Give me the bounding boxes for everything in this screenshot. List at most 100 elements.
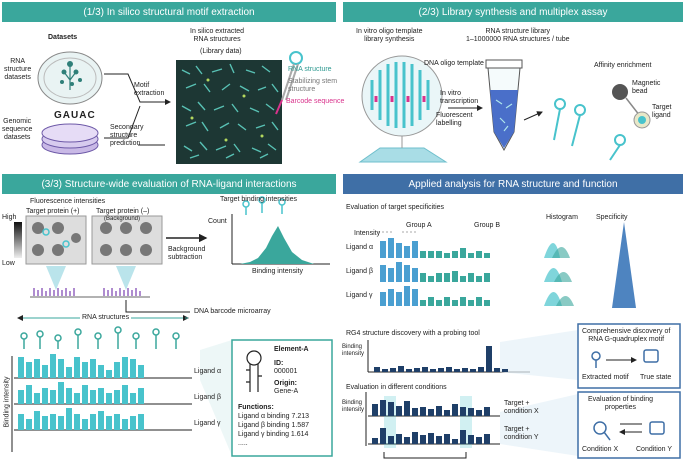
eval-cond-label: Evaluation in different conditions [346, 384, 447, 391]
bar [98, 364, 104, 378]
bar [58, 382, 64, 404]
functions-label: Functions: [238, 404, 274, 411]
bar [138, 413, 144, 430]
microarray-label: DNA barcode microarray [194, 308, 271, 315]
p3-ligand-g: Ligand γ [194, 420, 221, 427]
magnetic-bead [612, 84, 651, 129]
bar [388, 267, 394, 282]
p4-bars-gamma [380, 284, 490, 306]
bar [452, 270, 458, 282]
bar [42, 387, 48, 404]
bar [114, 362, 120, 378]
genomic-datasets-label: Genomic sequence datasets [2, 118, 33, 142]
bar [74, 413, 80, 430]
bar [444, 253, 450, 258]
bar [476, 276, 482, 282]
p4-bars-beta [380, 260, 490, 282]
genomic-dataset-disks [41, 123, 99, 155]
cond-binding-axis: Binding intensity [342, 400, 365, 413]
bar [26, 362, 32, 378]
bar [90, 390, 96, 404]
legend-stem: Stabilizing stem structure [288, 78, 338, 94]
function-4: ..... [238, 440, 248, 447]
intensity-scale [14, 222, 22, 258]
oligo-title: In vitro oligo template library synthesi… [356, 28, 423, 44]
target-minus-label: Target protein (–) [96, 208, 150, 215]
p4-ligand-a: Ligand α [346, 244, 374, 251]
secondary-prediction-label: Secondary structure prediction [110, 124, 144, 148]
p3-ligand-a: Ligand α [194, 368, 222, 375]
bar [404, 286, 410, 306]
binding-histogram [231, 196, 330, 265]
function-1: Ligand α binding 7.213 [238, 413, 309, 420]
p4-ligand-b: Ligand β [346, 268, 373, 275]
bar [114, 413, 120, 430]
bar [420, 273, 426, 282]
bar [396, 243, 402, 258]
bar [90, 359, 96, 378]
condition-y-label: Condition Y [636, 446, 673, 453]
bar [74, 393, 80, 404]
panel3-title: (3/3) Structure-wide evaluation of RNA-l… [41, 178, 297, 190]
extracted-title: In silico extracted RNA structures [190, 28, 245, 44]
condition-x-label: Condition X [582, 446, 619, 453]
bar [34, 393, 40, 404]
legend-rna-structure: RNA structure [288, 66, 332, 73]
bar [106, 393, 112, 404]
bar [460, 248, 466, 258]
bar [66, 387, 72, 404]
comprehensive-label: Comprehensive discovery of RNA G-quadrup… [582, 328, 671, 344]
bar [428, 250, 434, 258]
bar [58, 416, 64, 430]
bar [26, 419, 32, 430]
count-label: Count [208, 218, 227, 225]
function-3: Ligand γ binding 1.614 [238, 431, 309, 438]
bar [452, 250, 458, 258]
bar [26, 384, 32, 404]
sequence-letters: GAUAC [54, 110, 96, 121]
bar [18, 413, 24, 430]
datasets-label: Datasets [48, 34, 78, 41]
bar [412, 240, 418, 258]
bar [82, 362, 88, 378]
legend-hairpin [275, 51, 303, 115]
panel3-header: (3/3) Structure-wide evaluation of RNA-l… [2, 174, 336, 194]
bar [404, 245, 410, 258]
specificity-histograms [544, 222, 636, 308]
element-hairpin [246, 350, 262, 392]
element-card [231, 339, 333, 457]
library-data-label: (Library data) [200, 48, 242, 55]
bar [476, 250, 482, 258]
panel2-title: (2/3) Library synthesis and multiplex as… [418, 6, 608, 18]
bar [106, 416, 112, 430]
extracted-motif-label: Extracted motif [582, 374, 629, 381]
eval-spec-label: Evaluation of target specificities [346, 204, 445, 211]
panel1-header: (1/3) In silico structural motif extract… [2, 2, 336, 22]
target-binding-label: Target binding intensities [220, 196, 298, 203]
transcription-label: In vitro transcription [440, 90, 479, 106]
bar [380, 240, 386, 258]
bar [50, 390, 56, 404]
bar [114, 390, 120, 404]
rna-dataset-dish [37, 51, 103, 105]
rg4-bars [374, 342, 508, 372]
bar [396, 262, 402, 282]
element-id-label: ID: [274, 360, 284, 367]
panel2-header: (2/3) Library synthesis and multiplex as… [343, 2, 683, 22]
bar [130, 359, 136, 378]
bar [428, 297, 434, 306]
rna-structures-label: RNA structures [80, 314, 132, 323]
affinity-label: Affinity enrichment [594, 62, 652, 69]
bar [412, 267, 418, 282]
p3-ligand-b: Ligand β [194, 394, 221, 401]
bar [82, 384, 88, 404]
element-origin-label: Origin: [274, 380, 297, 387]
bar [58, 359, 64, 378]
true-state-label: True state [640, 374, 672, 381]
target-y-label: Target + condition Y [504, 426, 539, 442]
bar [90, 413, 96, 430]
bar [42, 416, 48, 430]
intensity-label: Intensity [354, 230, 381, 237]
labelling-label: Fluorescent labelling [436, 112, 473, 128]
